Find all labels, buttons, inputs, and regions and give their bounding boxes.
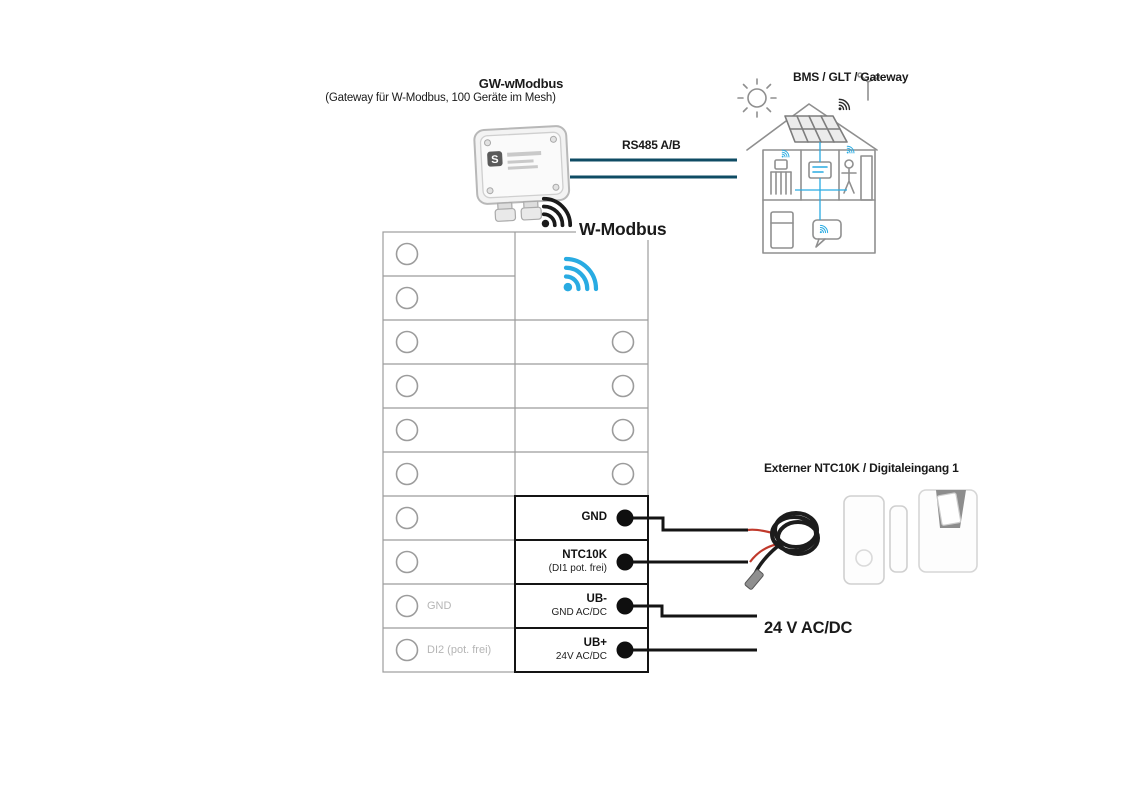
wire-ub-minus	[633, 604, 757, 618]
enclosure-screws	[484, 135, 560, 195]
terminal-main-label: GND	[581, 511, 607, 524]
terminal-main-label: UB-	[586, 593, 607, 606]
appliance-icon	[770, 211, 794, 249]
probe-sleeve	[744, 569, 764, 590]
gateway-title: GW-wModbus	[478, 76, 564, 91]
rs485-bus-lines	[570, 158, 737, 179]
device-label-lines	[507, 150, 542, 170]
left-terminal-label-gnd: GND	[427, 600, 452, 612]
person-icon	[841, 159, 857, 194]
wire-gnd	[633, 516, 748, 532]
terminal-contacts	[616, 509, 634, 659]
labeled-terminal-cells	[514, 495, 649, 673]
terminal-label-gnd: GND	[517, 496, 607, 540]
thermostat-icon	[774, 159, 788, 170]
wind-sensor-icon	[857, 72, 880, 101]
building-wifi-icon	[837, 98, 851, 111]
power-label: 24 V AC/DC	[764, 619, 853, 637]
cable-coil	[770, 511, 820, 556]
bms-building-illustration	[737, 72, 880, 254]
left-terminal-label-di2: DI2 (pot. frei)	[427, 644, 492, 656]
ss-logo	[487, 151, 503, 167]
rs485-label: RS485 A/B	[622, 138, 681, 152]
radiator-icon	[770, 171, 792, 195]
wmodbus-label: W-Modbus	[576, 219, 670, 240]
terminal-label-ub-plus: UB+ 24V AC/DC	[517, 628, 607, 672]
terminal-screws-left	[395, 242, 419, 662]
gateway-device-illustration: S	[473, 125, 571, 222]
terminal-label-ub-minus: UB- GND AC/DC	[517, 584, 607, 628]
key-card	[936, 492, 962, 526]
cable-glands	[494, 200, 543, 222]
sun-icon	[737, 78, 777, 118]
terminal-screws-right	[611, 330, 635, 486]
door-icon	[860, 155, 873, 201]
contact-button	[855, 549, 873, 567]
external-input-label: Externer NTC10K / Digitaleingang 1	[764, 461, 959, 475]
card-holder-illustration	[918, 489, 978, 573]
building-network-lines	[795, 142, 847, 220]
door-contact-illustration	[843, 495, 908, 585]
ntc-sensor-illustration	[744, 511, 820, 590]
terminal-main-label: NTC10K	[562, 549, 607, 562]
terminal-sub-label: GND AC/DC	[551, 606, 607, 618]
sensor-bubble-icon	[812, 219, 842, 248]
roof	[746, 103, 878, 151]
terminal-sub-label: 24V AC/DC	[555, 650, 607, 662]
wmodbus-wifi-icon	[556, 249, 606, 299]
terminal-label-ntc10k: NTC10K (DI1 pot. frei)	[517, 540, 607, 584]
building-body	[762, 149, 876, 254]
solar-panel-icon	[784, 115, 848, 143]
ss-logo-letter: S	[491, 154, 499, 166]
terminal-main-label: UB+	[583, 637, 607, 650]
gateway-wifi-icon	[539, 196, 573, 230]
connection-wires	[633, 516, 757, 652]
bms-label: BMS / GLT / Gateway	[793, 70, 909, 84]
terminal-sub-label: (DI1 pot. frei)	[548, 562, 607, 574]
gateway-subtitle: (Gateway für W-Modbus, 100 Geräte im Mes…	[325, 92, 556, 104]
